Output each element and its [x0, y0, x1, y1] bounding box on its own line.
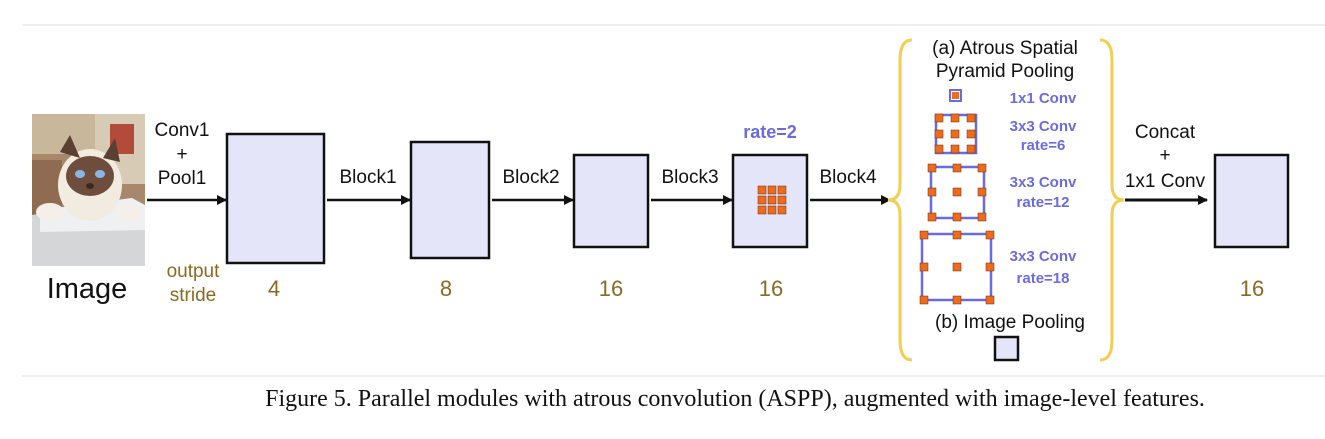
output-stride-label-line1: output [167, 261, 221, 282]
aspp-branch-rate12-label-line1: 3x3 Conv [1010, 174, 1077, 191]
aspp-title-line1: (a) Atrous Spatial [932, 38, 1078, 59]
output-feature-map [1213, 153, 1290, 249]
op-label-block4: Block4 [819, 167, 876, 188]
aspp-branch-rate12-kernel [927, 163, 987, 222]
op-label-pool1: Pool1 [158, 168, 207, 189]
aspp-title-line2: Pyramid Pooling [936, 61, 1074, 82]
aspp-branch-rate18-label-line2: rate=18 [1017, 270, 1070, 287]
concat-label: Concat [1135, 122, 1196, 143]
concat-plus: + [1159, 145, 1170, 166]
stride-value-16-a: 16 [599, 276, 623, 301]
stride-value-4: 4 [268, 276, 280, 301]
op-label-block1: Block1 [339, 167, 396, 188]
op-label-block2: Block2 [502, 167, 559, 188]
rate-2-annotation: rate=2 [743, 122, 797, 142]
stride-value-8: 8 [440, 276, 452, 301]
op-label-conv1: Conv1 [155, 120, 210, 141]
atrous-kernel-rate-2 [757, 185, 787, 215]
op-label-plus: + [176, 144, 187, 165]
aspp-left-brace [887, 38, 913, 362]
aspp-branch-rate6-label-line2: rate=6 [1021, 137, 1066, 154]
image-pooling-box [993, 335, 1020, 362]
aspp-branch-rate6-label-line1: 3x3 Conv [1010, 118, 1077, 135]
aspp-branch-rate18-kernel [919, 230, 995, 305]
feature-map-stride-4 [225, 132, 326, 265]
stride-value-16-b: 16 [759, 276, 783, 301]
aspp-branch-rate12-label-line2: rate=12 [1017, 194, 1070, 211]
input-image-label: Image [47, 273, 128, 305]
output-stride-label-line2: stride [170, 285, 216, 306]
aspp-right-brace [1099, 38, 1125, 362]
aspp-branch-rate6-kernel [934, 113, 978, 155]
feature-map-stride-8 [409, 140, 491, 260]
aspp-branch-rate18-label-line1: 3x3 Conv [1010, 248, 1077, 265]
image-pooling-label: (b) Image Pooling [935, 312, 1085, 333]
op-label-block3: Block3 [661, 167, 718, 188]
aspp-branch-1x1-label: 1x1 Conv [1010, 90, 1077, 107]
input-cat-image [32, 114, 145, 266]
figure-caption: Figure 5. Parallel modules with atrous c… [265, 386, 1205, 412]
aspp-branch-1x1-kernel [949, 89, 962, 102]
output-stride-value: 16 [1240, 276, 1264, 301]
feature-map-stride-16-a [572, 153, 650, 249]
concat-1x1-conv: 1x1 Conv [1125, 171, 1206, 192]
